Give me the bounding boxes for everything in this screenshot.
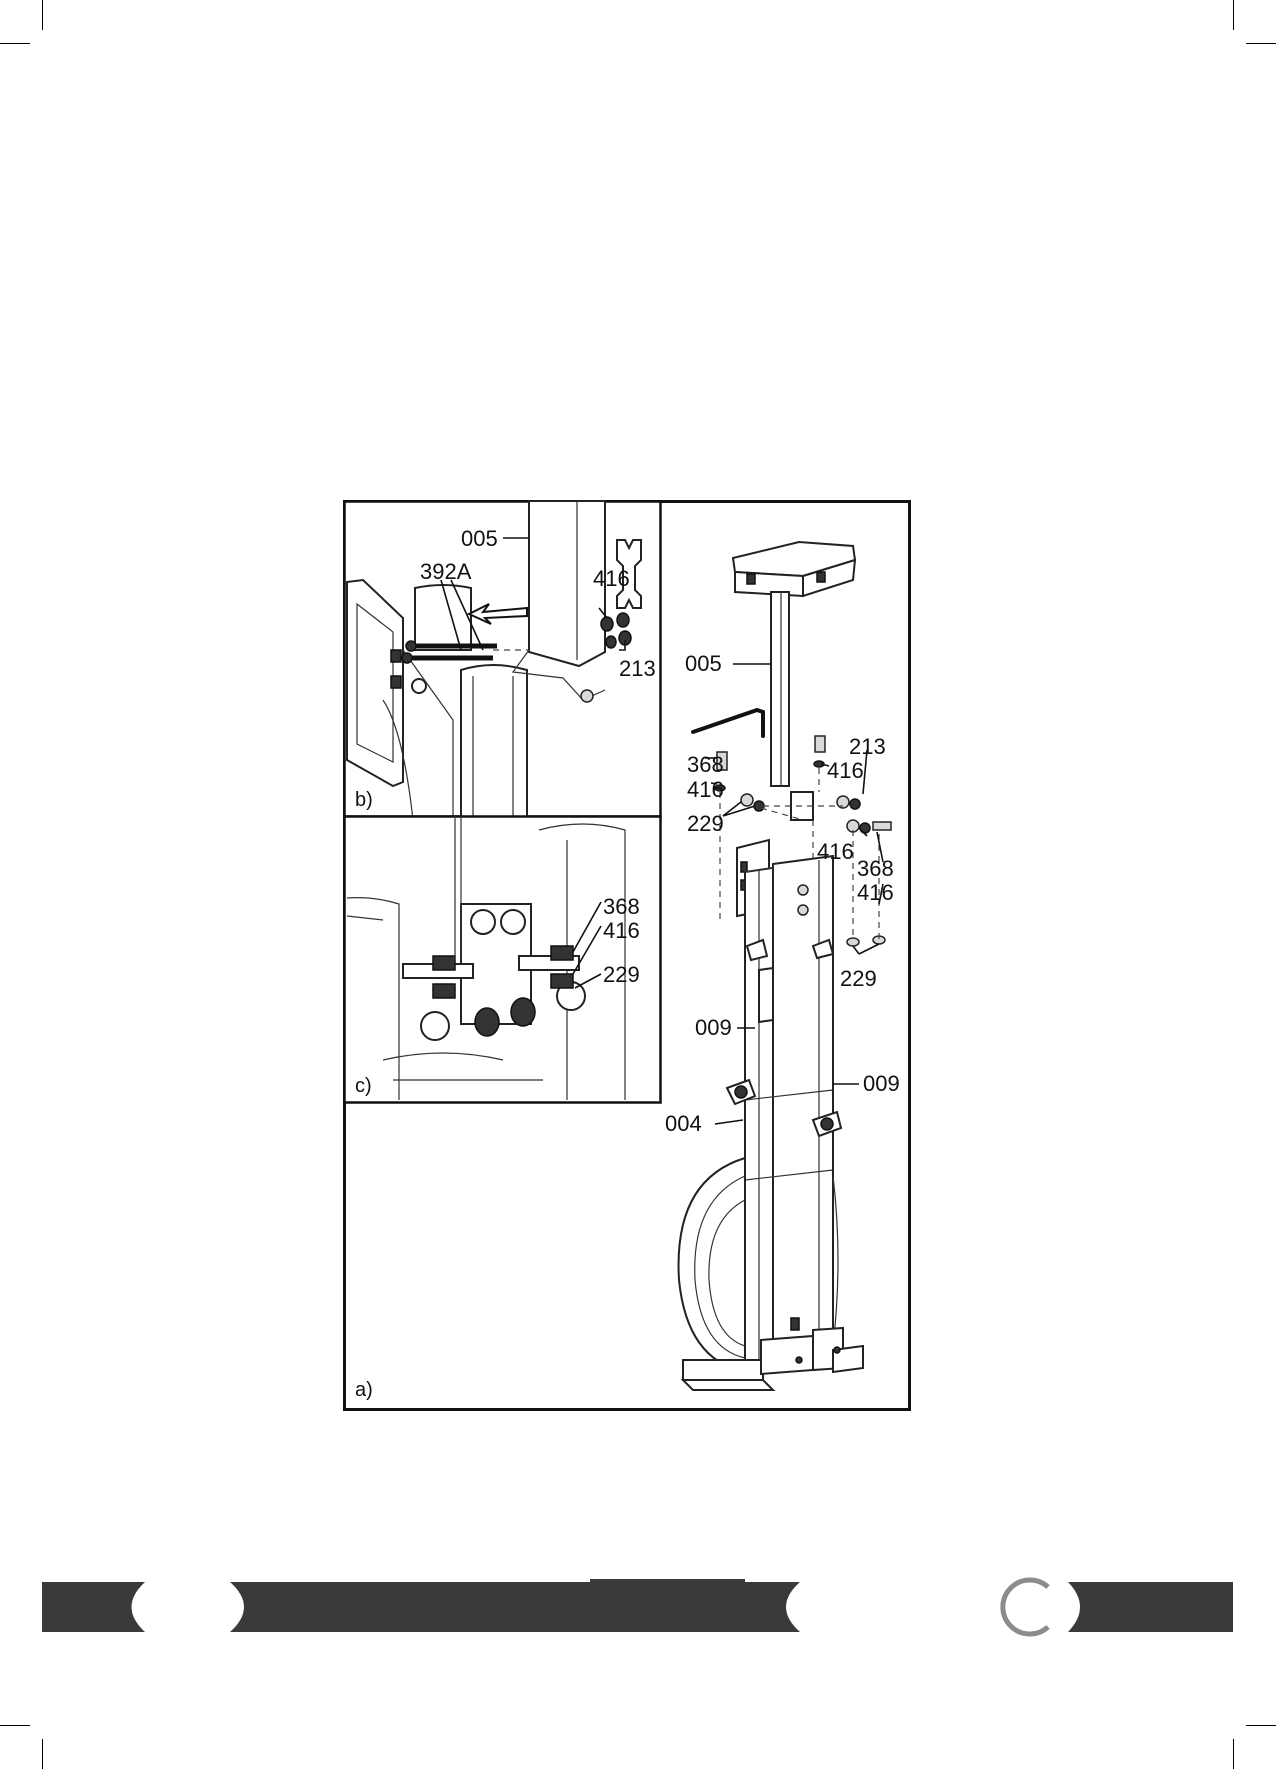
panel-label-b: b)	[355, 789, 373, 811]
label-b-392a: 392A	[420, 559, 472, 584]
footer-tab	[590, 1579, 745, 1582]
label-a-416-low: 416	[857, 880, 894, 905]
assembly-svg: 005 392A 416 213 b)	[343, 500, 911, 1411]
label-a-416-mid: 416	[817, 839, 854, 864]
page-footer-bar	[0, 1572, 1276, 1642]
console-display	[347, 580, 403, 786]
label-a-009-left: 009	[695, 1015, 732, 1040]
footer-svg	[0, 1572, 1276, 1642]
panel-c: 368 416 229 c)	[345, 816, 661, 1103]
label-a-416-left: 416	[687, 777, 724, 802]
label-c-229: 229	[603, 962, 640, 987]
label-b-213: 213	[619, 656, 656, 681]
main-rail-frame	[745, 856, 833, 1368]
panel-label-c: c)	[355, 1075, 372, 1097]
label-a-005: 005	[685, 651, 722, 676]
crop-mark-bottom-right-v	[1233, 1739, 1234, 1769]
crop-mark-top-left-v	[42, 0, 43, 30]
crop-mark-top-right-h	[1246, 43, 1276, 44]
crop-mark-bottom-left-v	[42, 1739, 43, 1769]
crop-mark-top-right-v	[1233, 0, 1234, 30]
label-a-229-left: 229	[687, 811, 724, 836]
label-a-009-right: 009	[863, 1071, 900, 1096]
crop-mark-top-left-h	[0, 43, 30, 44]
label-a-229-right: 229	[840, 966, 877, 991]
crop-mark-bottom-left-h	[0, 1725, 30, 1726]
label-c-416: 416	[603, 918, 640, 943]
label-a-213: 213	[849, 734, 886, 759]
panel-b: 005 392A 416 213 b)	[345, 501, 661, 820]
label-c-368: 368	[603, 894, 640, 919]
label-a-416-right: 416	[827, 758, 864, 783]
upper-post-005	[771, 592, 789, 786]
label-a-004: 004	[665, 1111, 702, 1136]
page-number-ring-icon	[1003, 1580, 1048, 1634]
footer-segment-left	[42, 1582, 145, 1632]
footer-segment-center	[230, 1582, 800, 1632]
assembly-figure: 005 392A 416 213 b)	[343, 500, 911, 1411]
label-b-416: 416	[593, 566, 630, 591]
crop-mark-bottom-right-h	[1246, 1725, 1276, 1726]
label-a-368-top: 368	[687, 752, 724, 777]
label-a-368-mid: 368	[857, 856, 894, 881]
label-b-005: 005	[461, 526, 498, 551]
footer-segment-right	[1068, 1582, 1233, 1632]
panel-label-a: a)	[355, 1379, 373, 1401]
